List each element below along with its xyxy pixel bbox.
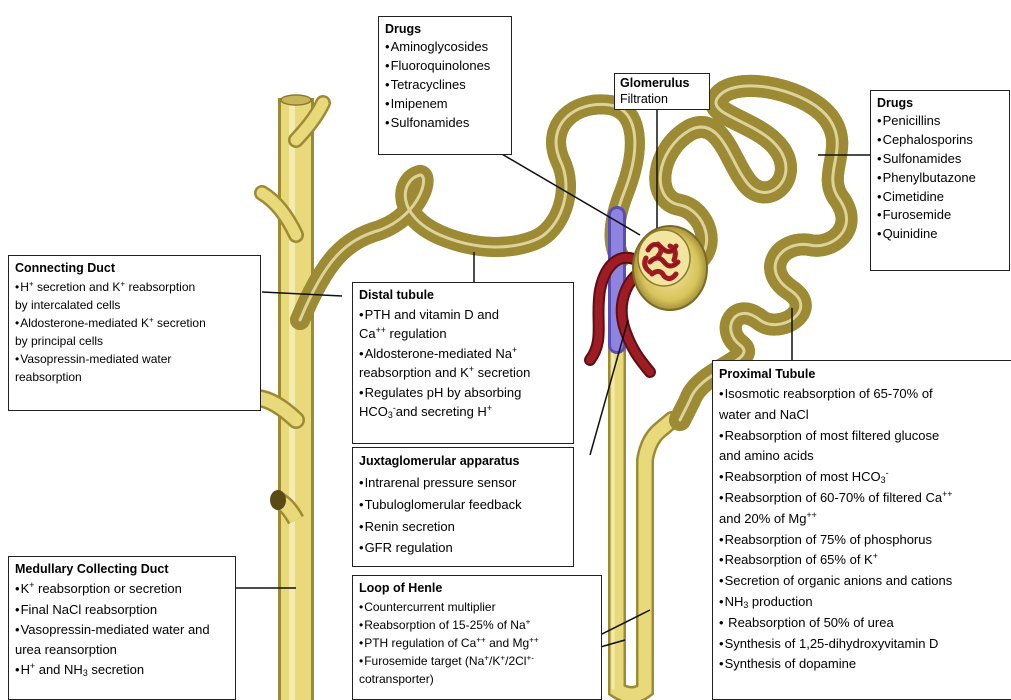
loop-of-henle-item: Furosemide target (Na+/K+/2Cl+- bbox=[359, 652, 595, 670]
collecting-duct bbox=[258, 95, 323, 700]
drug-item: Fluoroquinolones bbox=[385, 57, 505, 76]
proximal-tubule-item: Reabsorption of 50% of urea bbox=[719, 613, 1005, 634]
distal-tubule-item-cont: Ca++ regulation bbox=[359, 324, 567, 344]
connecting-duct-title: Connecting Duct bbox=[15, 259, 254, 278]
loop-of-henle-item: Countercurrent multiplier bbox=[359, 598, 595, 616]
connecting-duct-box: Connecting Duct H+ secretion and K+ reab… bbox=[8, 255, 261, 411]
drugs-top-title: Drugs bbox=[385, 20, 505, 38]
proximal-tubule-item: NH3 production bbox=[719, 592, 1005, 613]
loop-of-henle-title: Loop of Henle bbox=[359, 579, 595, 598]
proximal-tubule-item-cont: water and NaCl bbox=[719, 405, 1005, 426]
loop-of-henle-item: PTH regulation of Ca++ and Mg++ bbox=[359, 634, 595, 652]
distal-tubule-title: Distal tubule bbox=[359, 286, 567, 305]
proximal-tubule-box: Proximal Tubule Isosmotic reabsorption o… bbox=[712, 360, 1011, 700]
drug-item: Sulfonamides bbox=[385, 114, 505, 133]
proximal-tubule-item-cont: and amino acids bbox=[719, 446, 1005, 467]
proximal-tubule-item: Reabsorption of most filtered glucose bbox=[719, 426, 1005, 447]
drug-item: Penicillins bbox=[877, 112, 1003, 131]
loop-of-henle-box: Loop of Henle Countercurrent multiplier … bbox=[352, 575, 602, 700]
drug-item: Imipenem bbox=[385, 95, 505, 114]
medullary-duct-item-cont: urea reansorption bbox=[15, 640, 229, 660]
proximal-tubule-item: Secretion of organic anions and cations bbox=[719, 571, 1005, 592]
glomerulus-title: Glomerulus bbox=[620, 75, 704, 91]
loop-of-henle-item-cont: cotransporter) bbox=[359, 670, 595, 688]
medullary-duct-box: Medullary Collecting Duct K+ reabsorptio… bbox=[8, 556, 236, 700]
juxtaglomerular-box: Juxtaglomerular apparatus Intrarenal pre… bbox=[352, 447, 574, 567]
juxtaglomerular-title: Juxtaglomerular apparatus bbox=[359, 451, 567, 472]
drug-item: Quinidine bbox=[877, 225, 1003, 244]
medullary-duct-item: Final NaCl reabsorption bbox=[15, 600, 229, 620]
distal-tubule-item-cont: HCO3-and secreting H+ bbox=[359, 402, 567, 422]
proximal-tubule-item: Reabsorption of 60-70% of filtered Ca++ bbox=[719, 488, 1005, 509]
drug-item: Furosemide bbox=[877, 206, 1003, 225]
drug-item: Cephalosporins bbox=[877, 131, 1003, 150]
connecting-duct-item-cont: by intercalated cells bbox=[15, 296, 254, 314]
drug-item: Phenylbutazone bbox=[877, 169, 1003, 188]
proximal-tubule-item: Isosmotic reabsorption of 65-70% of bbox=[719, 384, 1005, 405]
distal-tubule-box: Distal tubule PTH and vitamin D and Ca++… bbox=[352, 282, 574, 444]
connecting-duct-item-cont: by principal cells bbox=[15, 332, 254, 350]
glomerulus-box: Glomerulus Filtration bbox=[614, 73, 710, 110]
juxtaglomerular-item: Intrarenal pressure sensor bbox=[359, 472, 567, 494]
medullary-duct-item: K+ reabsorption or secretion bbox=[15, 579, 229, 599]
juxtaglomerular-item: GFR regulation bbox=[359, 537, 567, 559]
juxtaglomerular-item: Renin secretion bbox=[359, 516, 567, 538]
proximal-tubule-item-cont: and 20% of Mg++ bbox=[719, 509, 1005, 530]
glomerulus-capsule bbox=[633, 226, 707, 310]
distal-tubule-item: Aldosterone-mediated Na+ bbox=[359, 344, 567, 364]
proximal-tubule-item: Synthesis of dopamine bbox=[719, 654, 1005, 675]
distal-tubule-item: PTH and vitamin D and bbox=[359, 305, 567, 325]
connecting-duct-item-cont: reabsorption bbox=[15, 368, 254, 386]
drugs-right-title: Drugs bbox=[877, 94, 1003, 112]
loop-of-henle-item: Reabsorption of 15-25% of Na+ bbox=[359, 616, 595, 634]
connecting-duct-item: H+ secretion and K+ reabsorption bbox=[15, 278, 254, 296]
medullary-duct-item: H+ and NH3 secretion bbox=[15, 660, 229, 680]
glomerulus-subtitle: Filtration bbox=[620, 91, 704, 107]
drugs-top-box: Drugs Aminoglycosides Fluoroquinolones T… bbox=[378, 16, 512, 155]
drug-item: Tetracyclines bbox=[385, 76, 505, 95]
medullary-duct-title: Medullary Collecting Duct bbox=[15, 560, 229, 579]
proximal-tubule-title: Proximal Tubule bbox=[719, 364, 1005, 384]
proximal-tubule-item: Reabsorption of most HCO3- bbox=[719, 467, 1005, 488]
drug-item: Cimetidine bbox=[877, 188, 1003, 207]
connecting-duct-item: Vasopressin-mediated water bbox=[15, 350, 254, 368]
distal-tubule-item: Regulates pH by absorbing bbox=[359, 383, 567, 403]
drug-item: Aminoglycosides bbox=[385, 38, 505, 57]
juxtaglomerular-item: Tubuloglomerular feedback bbox=[359, 494, 567, 516]
proximal-tubule-item: Synthesis of 1,25-dihydroxyvitamin D bbox=[719, 634, 1005, 655]
connecting-duct-item: Aldosterone-mediated K+ secretion bbox=[15, 314, 254, 332]
drug-item: Sulfonamides bbox=[877, 150, 1003, 169]
medullary-duct-item: Vasopressin-mediated water and bbox=[15, 620, 229, 640]
distal-tubule-item-cont: reabsorption and K+ secretion bbox=[359, 363, 567, 383]
proximal-tubule-item: Reabsorption of 65% of K+ bbox=[719, 550, 1005, 571]
drugs-right-box: Drugs Penicillins Cephalosporins Sulfona… bbox=[870, 90, 1010, 271]
proximal-tubule-item: Reabsorption of 75% of phosphorus bbox=[719, 530, 1005, 551]
